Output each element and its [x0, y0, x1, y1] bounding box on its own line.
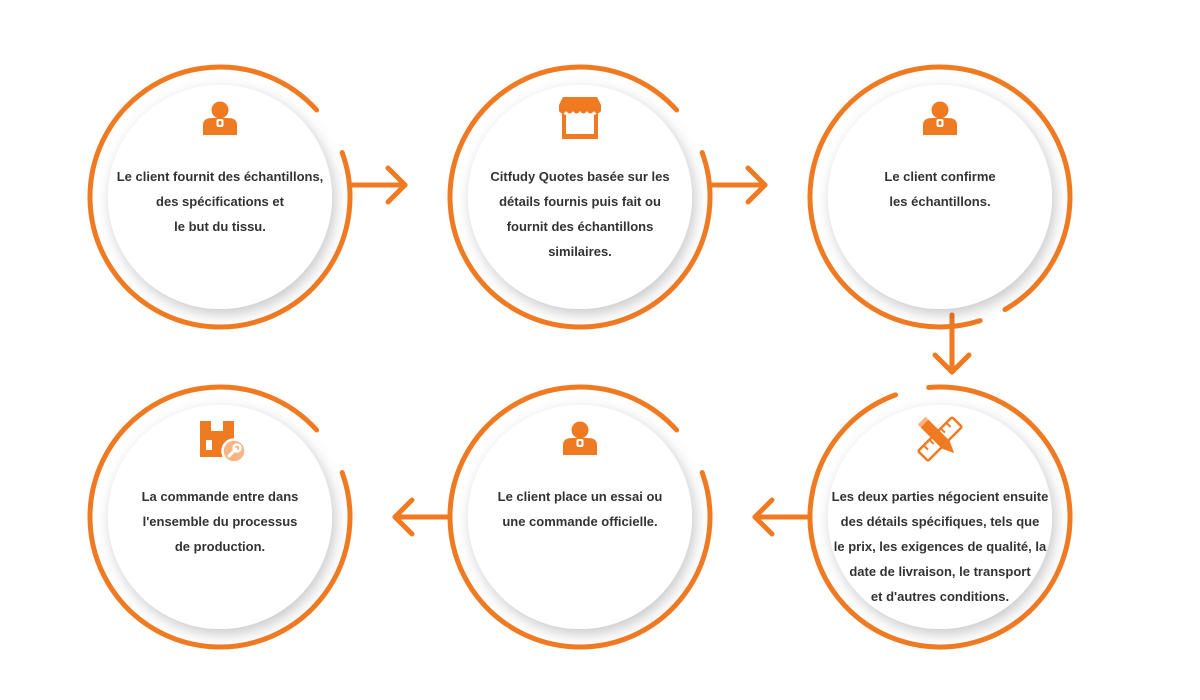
step-disc — [468, 85, 692, 309]
arrow-layer — [350, 165, 972, 537]
step-disc — [828, 405, 1052, 629]
arrow-head — [385, 165, 408, 205]
step-text-line: les échantillons. — [889, 194, 990, 209]
step-text-line: des détails spécifiques, tels que — [841, 514, 1040, 529]
arrow-4-to-5 — [752, 497, 810, 537]
arrow-head — [752, 497, 775, 537]
step-ring — [807, 384, 1073, 650]
step-ring — [807, 64, 1073, 330]
step-2: Citfudy Quotes basée sur les détails four… — [447, 64, 713, 330]
step-text-line: similaires. — [548, 244, 612, 259]
arrow-head — [392, 497, 415, 537]
step-4: Les deux parties négocient ensuite des dé… — [807, 384, 1073, 650]
arrow-5-to-6 — [392, 497, 450, 537]
arrow-head — [745, 165, 768, 205]
arrow-2-to-3 — [710, 165, 768, 205]
step-disc — [108, 405, 332, 629]
step-1: Le client fournit des échantillons, des s… — [87, 64, 353, 330]
arrow-head — [932, 352, 972, 375]
user-icon — [923, 101, 957, 135]
pencil-ruler-icon — [917, 416, 963, 462]
step-layer: Le client fournit des échantillons, des s… — [87, 64, 1073, 650]
step-disc — [108, 85, 332, 309]
step-text-line: Les deux parties négocient ensuite — [832, 489, 1049, 504]
step-text-line: Le client fournit des échantillons, — [117, 169, 324, 184]
step-text-line: et d'autres conditions. — [871, 589, 1009, 604]
step-text-line: des spécifications et — [156, 194, 285, 209]
shop-icon — [559, 97, 601, 139]
step-6: La commande entre dans l'ensemble du proc… — [87, 384, 353, 650]
step-5: Le client place un essai ou une commande … — [447, 384, 713, 650]
step-text-line: de production. — [175, 539, 265, 554]
step-text: Le client confirme les échantillons. — [884, 169, 995, 209]
step-disc — [828, 85, 1052, 309]
step-text: Citfudy Quotes basée sur les détails four… — [490, 169, 669, 259]
factory-wrench-icon — [200, 421, 247, 464]
user-icon — [563, 421, 597, 455]
step-text-line: l'ensemble du processus — [143, 514, 298, 529]
step-text: Les deux parties négocient ensuite des dé… — [832, 489, 1049, 604]
step-ring — [447, 384, 713, 650]
step-disc — [468, 405, 692, 629]
step-text: Le client place un essai ou une commande … — [498, 489, 663, 529]
step-text-line: Citfudy Quotes basée sur les — [490, 169, 669, 184]
step-3: Le client confirme les échantillons. — [807, 64, 1073, 330]
step-text-line: date de livraison, le transport — [849, 564, 1031, 579]
step-text: La commande entre dans l'ensemble du proc… — [142, 489, 299, 554]
arrow-1-to-2 — [350, 165, 408, 205]
step-text-line: La commande entre dans — [142, 489, 299, 504]
step-text-line: fournit des échantillons — [507, 219, 654, 234]
step-ring — [87, 384, 353, 650]
step-ring — [447, 64, 713, 330]
step-text-line: Le client confirme — [884, 169, 995, 184]
step-text-line: une commande officielle. — [502, 514, 657, 529]
step-ring — [87, 64, 353, 330]
step-text-line: le but du tissu. — [174, 219, 266, 234]
step-text: Le client fournit des échantillons, des s… — [117, 169, 324, 234]
step-text-line: Le client place un essai ou — [498, 489, 663, 504]
step-text-line: détails fournis puis fait ou — [499, 194, 661, 209]
user-icon — [203, 101, 237, 135]
step-text-line: le prix, les exigences de qualité, la — [834, 539, 1047, 554]
